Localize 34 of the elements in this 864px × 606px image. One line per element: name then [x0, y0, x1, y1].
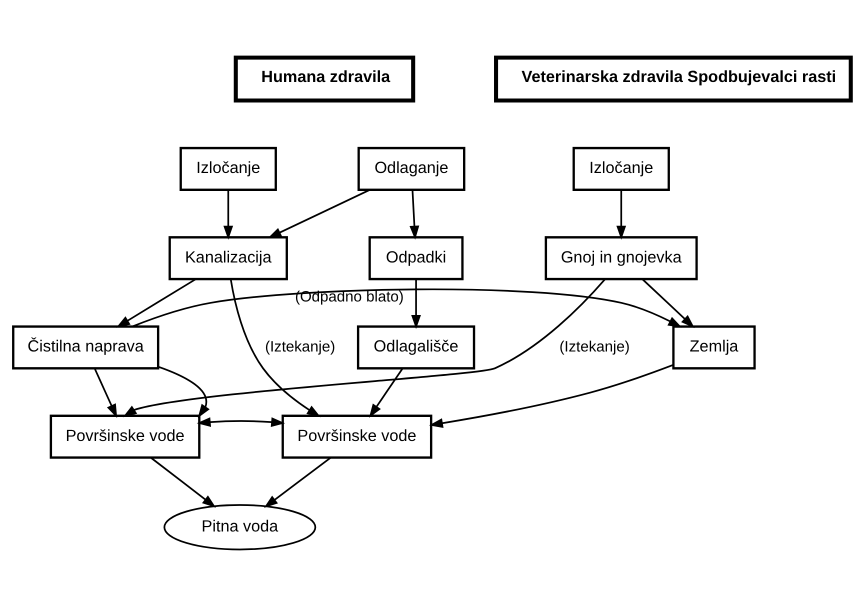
node-box: Odpadki — [368, 236, 464, 280]
arrow — [158, 365, 210, 418]
node-box: Veterinarska zdravila Spodbujevalci rasti — [494, 55, 853, 102]
arrow — [268, 188, 370, 238]
arrow — [616, 189, 626, 240]
edge-label: (Iztekanje) — [559, 338, 630, 355]
arrow — [132, 288, 682, 328]
arrow — [122, 278, 606, 417]
edge-label: (Odpadno blato) — [294, 288, 404, 306]
node-box: Površinske vode — [282, 414, 432, 458]
node-box: Površinske vode — [50, 414, 200, 458]
arrow — [223, 189, 234, 240]
node-box: Izločanje — [180, 146, 277, 190]
node-box: Izločanje — [572, 146, 670, 190]
arrow — [429, 364, 674, 428]
arrow — [410, 189, 420, 240]
arrow — [116, 278, 196, 328]
node-box: Čistilna naprava — [12, 324, 160, 369]
arrow — [411, 278, 421, 328]
arrow — [369, 367, 404, 418]
arrow — [264, 456, 332, 508]
node-box: Kanalizacija — [168, 236, 288, 280]
node-box: Odlaganje — [358, 146, 466, 190]
arrow — [150, 456, 216, 508]
node-box: Odlagališče — [356, 324, 476, 369]
node-box: Zemlja — [672, 324, 756, 369]
edge-label: (Iztekanje) — [264, 338, 336, 355]
node-box: Humana zdravila — [234, 55, 416, 102]
arrow — [196, 416, 286, 426]
node-box: Gnoj in gnojevka — [544, 236, 698, 280]
arrow — [642, 278, 695, 328]
arrow — [94, 367, 118, 418]
node-ellipse: Pitna voda — [164, 504, 316, 550]
arrow — [230, 278, 321, 417]
